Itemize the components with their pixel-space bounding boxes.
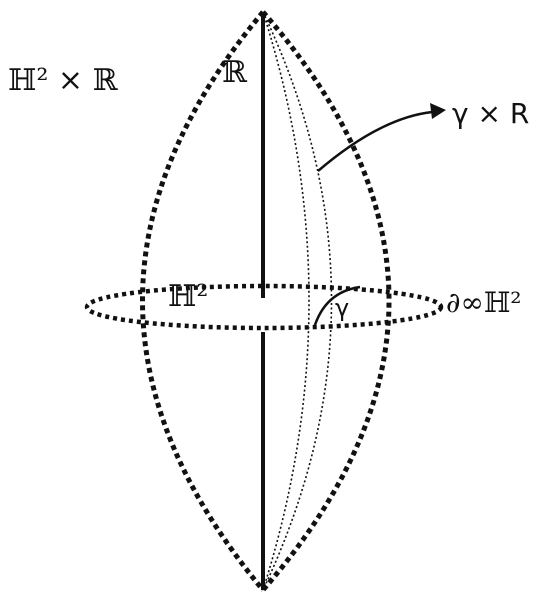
axis-label: ℝ	[222, 55, 248, 90]
surface-label: γ × R	[452, 97, 529, 130]
space-label: ℍ² × ℝ	[8, 63, 119, 98]
h2-slice-ellipse	[84, 283, 444, 331]
surface-arrow-head	[430, 103, 446, 119]
geodesic-gamma	[312, 285, 361, 329]
plane-label: ℍ²	[168, 279, 208, 314]
gamma-r-surface-outer-edge	[262, 11, 333, 591]
geodesic-label: γ	[335, 294, 349, 322]
outer-boundary-left	[140, 10, 265, 592]
gamma-r-surface-inner-edge	[262, 11, 310, 591]
boundary-label: ∂∞ℍ²	[446, 286, 521, 319]
surface-arrow	[317, 110, 433, 172]
outer-boundary-right	[261, 10, 392, 592]
